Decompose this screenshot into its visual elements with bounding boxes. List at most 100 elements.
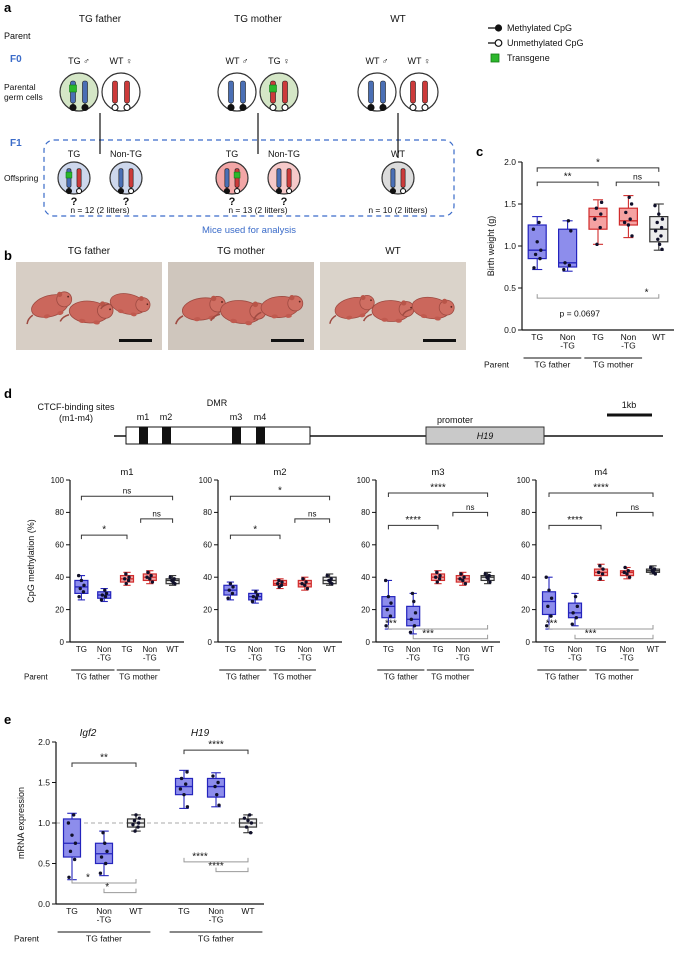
data-point xyxy=(388,614,393,618)
data-point xyxy=(598,564,602,568)
significance-label: * xyxy=(596,157,600,168)
data-point xyxy=(628,217,632,221)
sample-size-label: n = 13 (2 litters) xyxy=(228,205,287,215)
filled-cpg-mark xyxy=(367,103,375,112)
y-tick-label: 0.5 xyxy=(504,283,516,293)
y-tick-label: 0 xyxy=(208,638,213,647)
pup-leg xyxy=(381,317,388,322)
data-point xyxy=(623,565,627,570)
significance-label: *** xyxy=(546,619,558,630)
data-point xyxy=(483,572,487,576)
pup-leg xyxy=(230,318,237,324)
offspring-label: TG xyxy=(226,149,239,159)
ctcf-sites-label: CTCF-binding sites xyxy=(37,402,115,412)
significance-bracket xyxy=(536,181,599,187)
cell-circle xyxy=(109,161,143,195)
data-point xyxy=(127,575,131,579)
data-point xyxy=(105,849,109,854)
pup-tail xyxy=(210,313,221,322)
chromosome xyxy=(400,168,406,188)
data-point xyxy=(137,816,142,820)
x-tick-label: Non xyxy=(455,645,470,654)
y-tick-label: 2.0 xyxy=(38,737,50,747)
data-point xyxy=(228,581,233,586)
box xyxy=(381,596,396,619)
pup xyxy=(100,293,151,317)
x-tick-label: WT xyxy=(481,645,494,654)
data-point xyxy=(627,575,632,579)
open-cpg-mark xyxy=(281,103,289,112)
data-point xyxy=(544,575,548,579)
data-point xyxy=(124,581,128,586)
parent-group-label: TG mother xyxy=(595,673,634,682)
significance-bracket xyxy=(80,495,174,501)
x-tick-label: -TG xyxy=(568,654,582,663)
cell-circle xyxy=(59,72,99,112)
significance-bracket xyxy=(615,181,660,187)
parent-group-label: TG father xyxy=(226,673,260,682)
data-point xyxy=(100,593,105,597)
x-tick-label: Non xyxy=(568,645,583,654)
data-point xyxy=(230,591,235,596)
data-point xyxy=(179,776,184,781)
data-point xyxy=(249,821,254,825)
cell-circle xyxy=(57,161,91,195)
parent-label: WT ♂ xyxy=(225,56,248,66)
x-tick-label: Non xyxy=(96,906,112,916)
data-point xyxy=(626,569,630,573)
x-tick-label: Non xyxy=(97,645,112,654)
data-point xyxy=(567,263,572,268)
pup-ear xyxy=(441,298,448,304)
data-point xyxy=(570,622,574,626)
data-point xyxy=(303,583,307,587)
parent-label: TG ♀ xyxy=(268,56,290,66)
box xyxy=(406,605,421,627)
x-tick-label: TG xyxy=(543,645,554,654)
pup-ear xyxy=(289,295,295,301)
ctcf-site-m3 xyxy=(232,427,241,444)
open-cpg-mark xyxy=(409,103,417,112)
data-point xyxy=(126,578,131,583)
pup-leg xyxy=(130,312,137,317)
pup-tail xyxy=(329,314,337,324)
x-tick-label: -TG xyxy=(620,654,634,663)
box xyxy=(557,228,578,268)
data-point xyxy=(660,247,664,252)
h19-gene-label: H19 xyxy=(477,431,494,441)
pup-tail xyxy=(175,315,184,325)
data-point xyxy=(149,573,153,578)
y-tick-label: 100 xyxy=(357,476,371,485)
x-tick-label: TG xyxy=(274,645,285,654)
legend-row-unmethylated: Unmethylated CpG xyxy=(487,37,584,49)
open-cpg-mark xyxy=(269,103,277,112)
parent-label: WT ♂ xyxy=(365,56,388,66)
parent-group-label: TG mother xyxy=(273,673,312,682)
y-tick-label: 0 xyxy=(366,638,371,647)
parent-group-label: TG father xyxy=(534,360,570,370)
parent-group-label: TG father xyxy=(545,673,579,682)
chart-title: m2 xyxy=(273,467,286,478)
x-tick-label: Non xyxy=(621,332,637,342)
row-label-f1: F1 xyxy=(10,138,22,149)
data-point xyxy=(73,841,78,845)
pup xyxy=(210,300,267,326)
chromosome xyxy=(282,80,288,104)
parent-group-label: TG mother xyxy=(431,673,470,682)
data-point xyxy=(77,594,81,599)
pup-ear xyxy=(401,300,407,306)
y-tick-label: 40 xyxy=(361,573,370,582)
filled-cpg-mark xyxy=(379,103,387,112)
significance-bracket xyxy=(574,634,654,640)
ctcf-sites-sublabel: (m1-m4) xyxy=(59,413,93,423)
data-point xyxy=(657,242,662,247)
chromosome xyxy=(368,80,374,104)
chromosome xyxy=(422,80,428,104)
pup xyxy=(329,294,375,324)
legend-label: Transgene xyxy=(507,53,550,63)
x-tick-label: WT xyxy=(652,332,665,342)
data-point xyxy=(571,611,575,615)
panel-label-a: a xyxy=(4,0,12,15)
pup-eye xyxy=(370,299,372,302)
